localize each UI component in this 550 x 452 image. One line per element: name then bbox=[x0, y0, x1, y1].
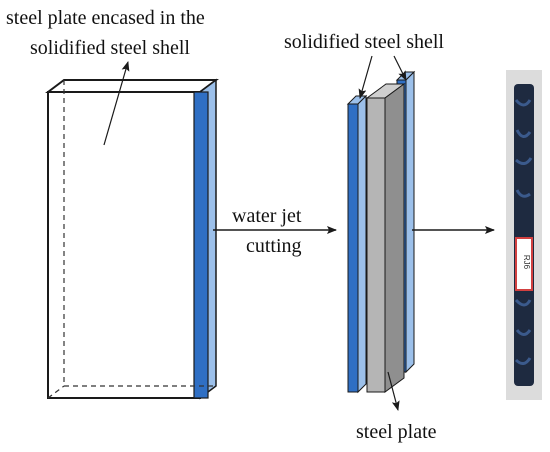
sample-photo: RJ6 bbox=[506, 70, 542, 400]
shell-front-strip bbox=[193, 91, 209, 399]
shell-label: solidified steel shell bbox=[284, 31, 444, 53]
shell-pointer-right bbox=[393, 55, 407, 81]
front-shell-front bbox=[347, 103, 359, 393]
shell-pointer-left bbox=[358, 55, 373, 99]
block-top-face bbox=[45, 79, 219, 93]
front-shell-side bbox=[357, 94, 367, 394]
encased-label-pointer bbox=[103, 61, 130, 146]
photo-sample-tag bbox=[515, 237, 533, 291]
separated-pieces bbox=[346, 70, 416, 394]
encased-label-line2: solidified steel shell bbox=[30, 37, 190, 59]
photo-tag-text: RJ6 bbox=[522, 255, 531, 270]
photo-sample-texture bbox=[514, 99, 533, 365]
process-label-line1: water jet bbox=[232, 205, 302, 227]
plate-label: steel plate bbox=[356, 421, 437, 443]
plate-label-pointer bbox=[387, 371, 400, 411]
process-label-line2: cutting bbox=[246, 235, 302, 257]
encased-label-line1: steel plate encased in the bbox=[6, 7, 205, 29]
back-shell-side bbox=[405, 70, 415, 374]
hidden-edge-diagonal bbox=[47, 385, 65, 399]
block-front-face bbox=[47, 91, 201, 399]
plate-side bbox=[384, 83, 405, 393]
plate-front bbox=[366, 97, 386, 393]
encased-block bbox=[45, 78, 219, 400]
photo-sample-body bbox=[514, 84, 534, 386]
